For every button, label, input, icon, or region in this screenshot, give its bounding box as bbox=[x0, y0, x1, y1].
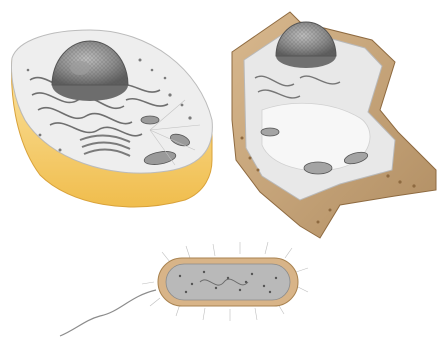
bacterium bbox=[60, 242, 308, 336]
plant-cell bbox=[232, 12, 436, 238]
bacterium-cytoplasm bbox=[166, 264, 290, 300]
flagellum bbox=[60, 290, 156, 336]
animal-cell bbox=[12, 30, 213, 207]
